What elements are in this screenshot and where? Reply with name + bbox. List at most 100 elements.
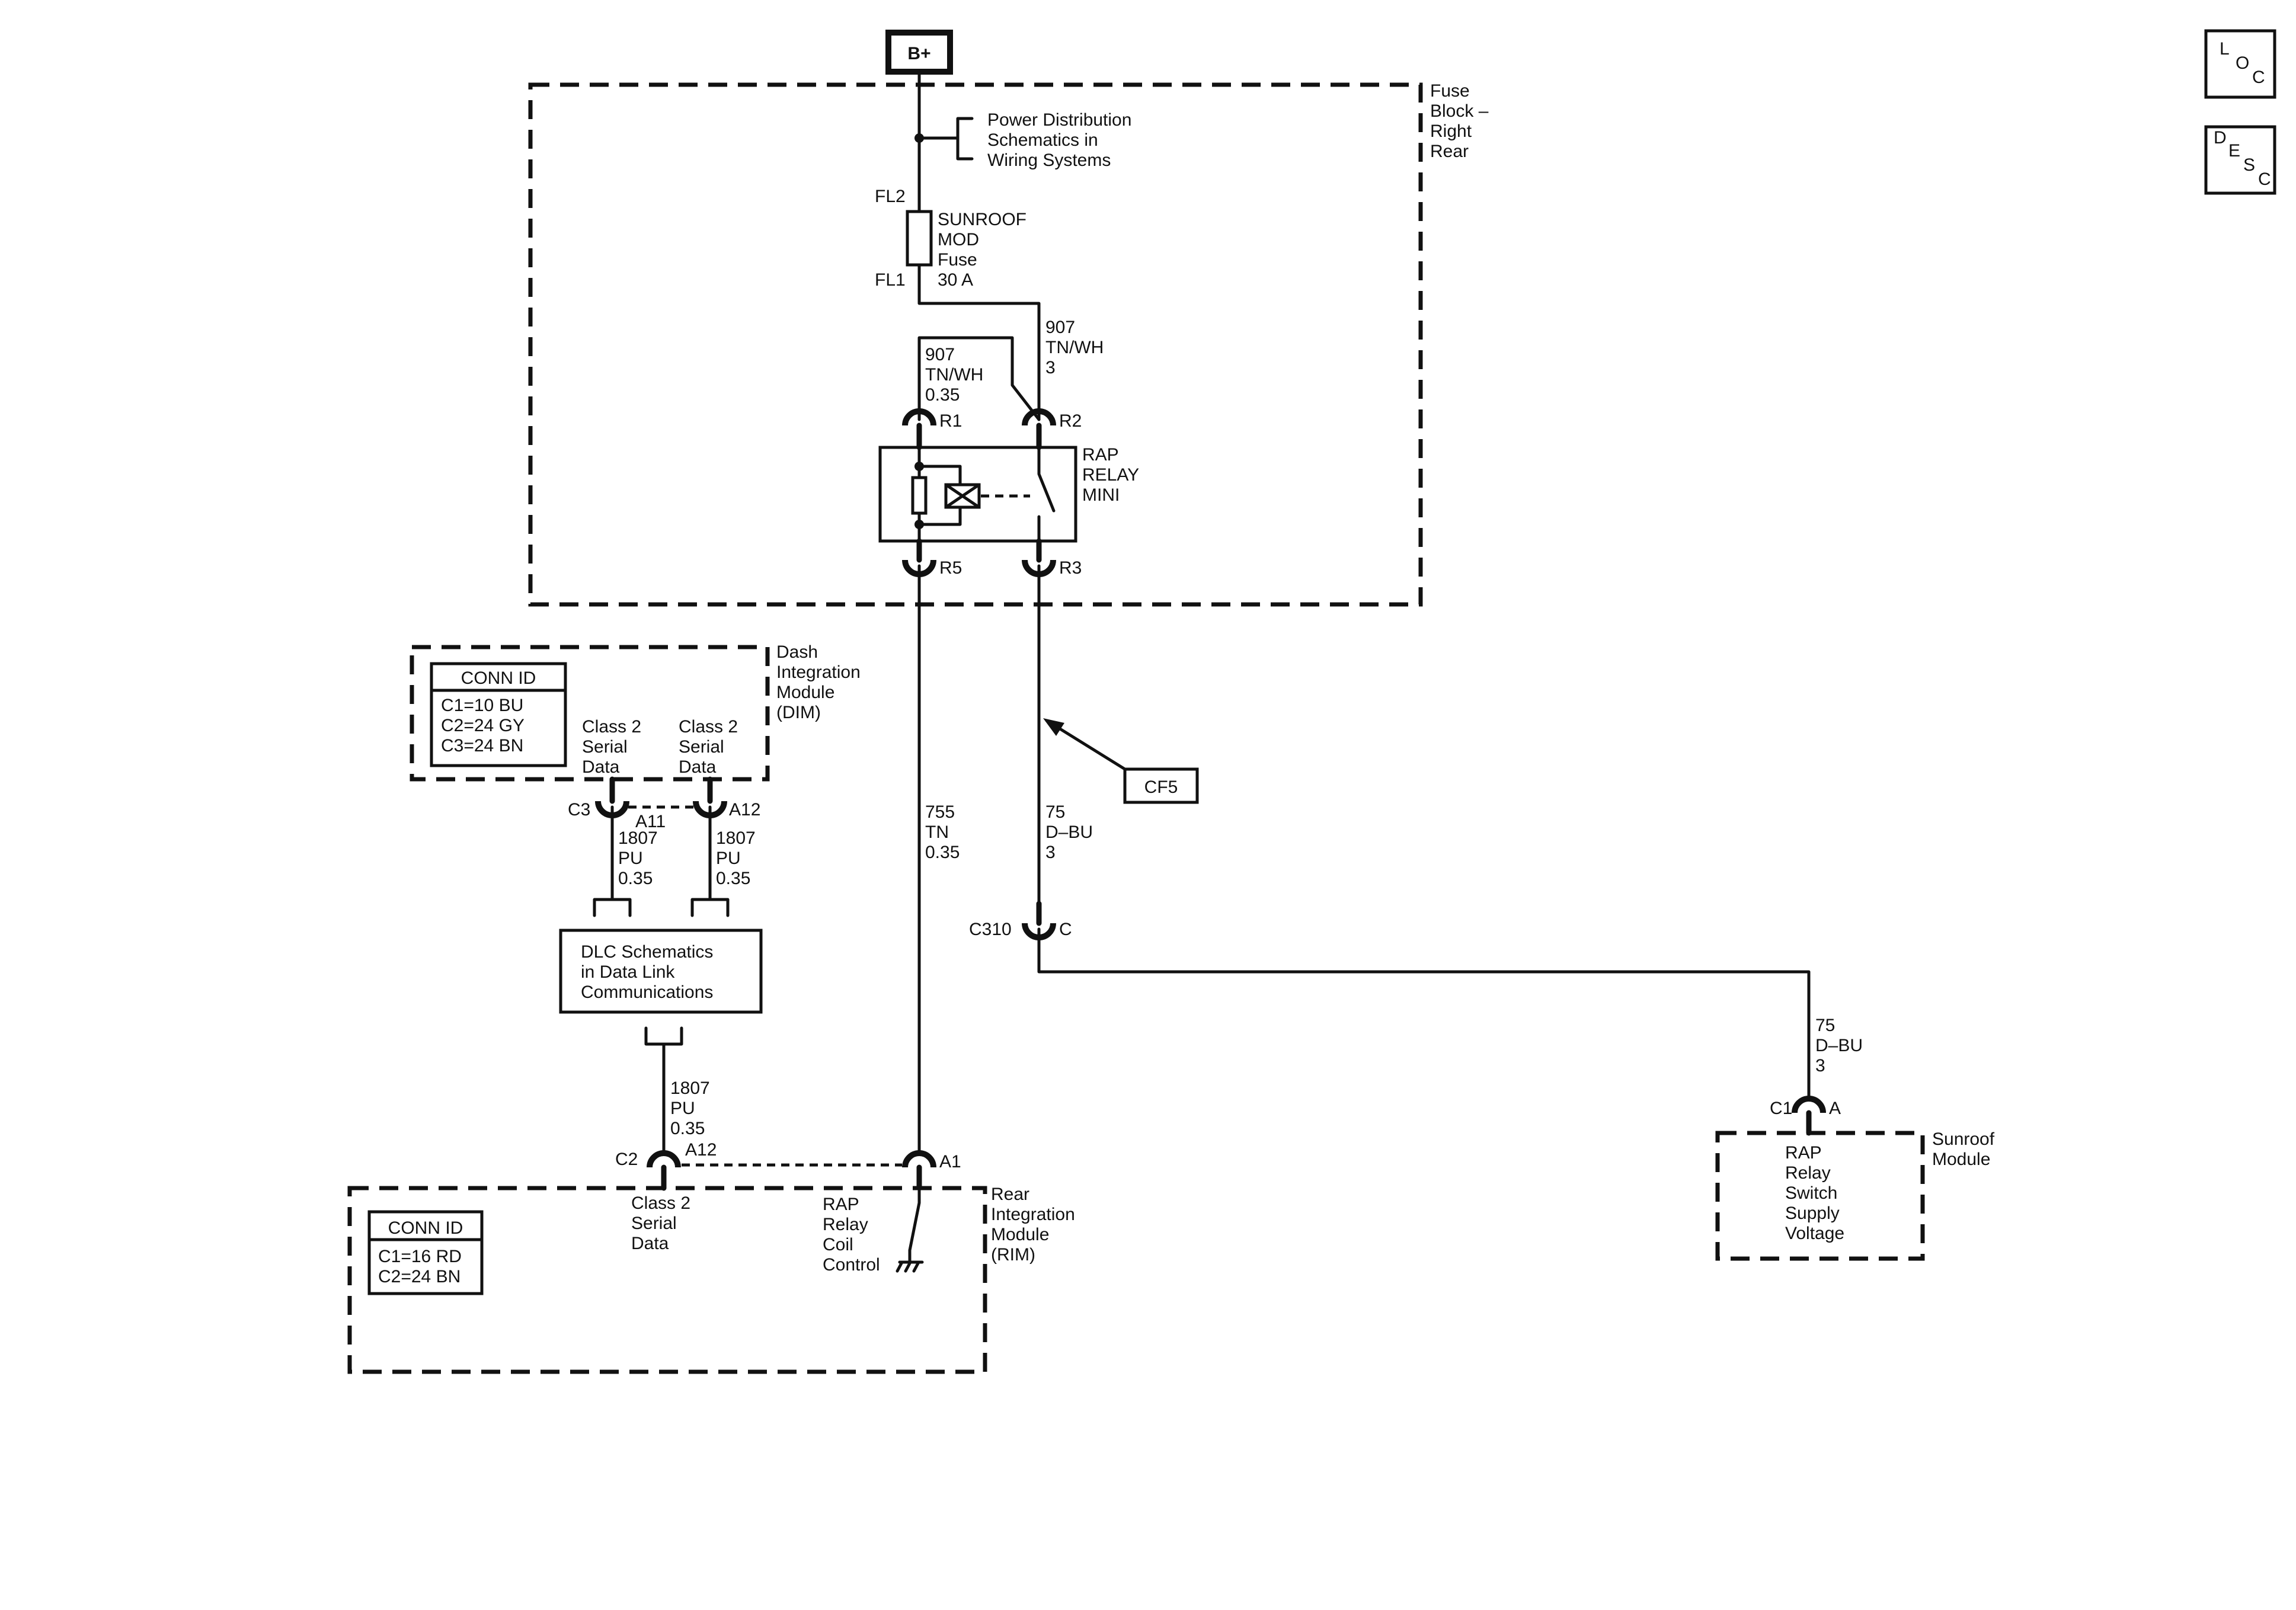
svg-text:Fuse: Fuse [938, 250, 977, 270]
wire-75-lower-label: 75 D–BU 3 [1815, 1016, 1863, 1076]
svg-text:Relay: Relay [1785, 1163, 1831, 1183]
svg-text:Rear: Rear [991, 1185, 1029, 1204]
svg-text:907: 907 [925, 345, 955, 364]
svg-text:Serial: Serial [631, 1214, 677, 1233]
svg-text:1807: 1807 [670, 1078, 710, 1098]
sunroof-module-outline [1715, 1131, 1925, 1261]
svg-text:Class 2: Class 2 [679, 717, 738, 737]
svg-text:3: 3 [1045, 843, 1056, 862]
dim-a12-label: A12 [729, 800, 760, 820]
svg-text:3: 3 [1045, 358, 1056, 377]
rim-a12-label: A12 [685, 1140, 717, 1160]
svg-text:Relay: Relay [823, 1215, 868, 1234]
loc-button[interactable]: L O C [2204, 29, 2276, 99]
svg-text:Module: Module [991, 1225, 1049, 1244]
rim-coil-control-label: RAP Relay Coil Control [823, 1195, 880, 1275]
svg-text:PU: PU [716, 849, 741, 868]
rim-outline [347, 1186, 987, 1374]
svg-text:75: 75 [1045, 802, 1065, 822]
svg-text:Wiring Systems: Wiring Systems [987, 151, 1111, 170]
sunroof-c1-connector [1792, 1096, 1826, 1113]
desc-letter-d: D [2214, 128, 2227, 148]
fuse-block-name: Fuse Block – Right Rear [1430, 81, 1489, 161]
rim-a1-label: A1 [939, 1152, 961, 1172]
wire-75-lower [1037, 927, 1811, 1101]
fuse-label: SUNROOF MOD Fuse 30 A [938, 210, 1027, 290]
svg-text:PU: PU [670, 1099, 695, 1118]
svg-text:Right: Right [1430, 121, 1472, 141]
dim-conn-id-table: CONN ID C1=10 BU C2=24 GY C3=24 BN [430, 662, 567, 767]
dim-outline [410, 645, 770, 782]
dlc-schematics-ref[interactable]: DLC Schematics in Data Link Communicatio… [559, 929, 763, 1014]
sunroof-module-name: Sunroof Module [1932, 1129, 1995, 1169]
dim-a11-label: A11 [635, 812, 666, 831]
svg-text:(RIM): (RIM) [991, 1245, 1035, 1265]
svg-text:30 A: 30 A [938, 270, 973, 290]
pin-r2-label: R2 [1059, 411, 1082, 431]
cf5-callout[interactable]: CF5 [1123, 767, 1199, 804]
cf5-arrow-head [1043, 718, 1064, 736]
dim-c3-label: C3 [568, 800, 590, 820]
sunroof-pin-label: A [1829, 1099, 1841, 1118]
dlc-output-wire [644, 1026, 683, 1154]
svg-text:3: 3 [1815, 1056, 1825, 1076]
rim-driver-switch [908, 1186, 921, 1252]
svg-text:Data: Data [582, 757, 620, 777]
rim-serial-label: Class 2 Serial Data [631, 1193, 690, 1253]
relay-resistor [911, 476, 928, 515]
svg-text:75: 75 [1815, 1016, 1835, 1035]
svg-text:Integration: Integration [776, 662, 861, 682]
dlc-input-brackets [593, 898, 730, 917]
svg-text:C2=24 GY: C2=24 GY [441, 716, 525, 735]
svg-text:MINI: MINI [1082, 485, 1120, 505]
wire-907-r2-label: 907 TN/WH 3 [1045, 318, 1104, 377]
rim-conn-id-table: CONN ID C1=16 RD C2=24 BN [367, 1210, 484, 1295]
desc-letter-c: C [2258, 169, 2271, 189]
desc-letter-s: S [2243, 155, 2255, 175]
pin-r1-connector [902, 408, 936, 426]
loc-letter-l: L [2220, 39, 2230, 59]
desc-button[interactable]: D E S C [2204, 125, 2276, 195]
svg-text:PU: PU [618, 849, 643, 868]
svg-text:in Data Link: in Data Link [581, 962, 675, 982]
pin-r3-label: R3 [1059, 558, 1082, 578]
sunroof-function-label: RAP Relay Switch Supply Voltage [1785, 1143, 1844, 1243]
svg-text:Data: Data [679, 757, 717, 777]
svg-text:RAP: RAP [1082, 445, 1119, 465]
svg-text:Power Distribution: Power Distribution [987, 110, 1131, 130]
svg-text:Schematics in: Schematics in [987, 130, 1098, 150]
svg-text:Voltage: Voltage [1785, 1224, 1844, 1243]
svg-text:RAP: RAP [1785, 1143, 1822, 1163]
svg-text:(DIM): (DIM) [776, 703, 821, 722]
fuse-to-r2-wire [917, 263, 1041, 421]
svg-text:Switch: Switch [1785, 1183, 1837, 1203]
svg-text:Module: Module [776, 683, 834, 702]
rim-c2-label: C2 [615, 1150, 638, 1169]
power-distribution-ref[interactable]: Power Distribution Schematics in Wiring … [987, 110, 1131, 170]
dim-wire-right-label: 1807 PU 0.35 [716, 828, 756, 888]
dim-wire-left-label: 1807 PU 0.35 [618, 828, 658, 888]
battery-label: B+ [907, 44, 930, 63]
relay-top-leads [916, 422, 1042, 450]
svg-text:CONN ID: CONN ID [388, 1218, 463, 1238]
svg-text:DLC Schematics: DLC Schematics [581, 942, 713, 962]
dim-serial-wires [610, 805, 712, 901]
pin-r1-label: R1 [939, 411, 962, 431]
fuse-pin-fl1: FL1 [875, 270, 906, 290]
svg-text:Module: Module [1932, 1150, 1990, 1169]
r1-feed-wire [917, 336, 1041, 421]
svg-text:1807: 1807 [716, 828, 756, 848]
svg-text:RELAY: RELAY [1082, 465, 1139, 485]
c310-pin-label: C [1059, 920, 1072, 939]
svg-text:TN: TN [925, 822, 949, 842]
svg-text:CF5: CF5 [1144, 777, 1178, 797]
svg-text:Rear: Rear [1430, 142, 1469, 161]
svg-text:Sunroof: Sunroof [1932, 1129, 1995, 1149]
svg-text:C2=24 BN: C2=24 BN [378, 1267, 461, 1286]
svg-text:Dash: Dash [776, 642, 818, 662]
fuse-pin-fl2: FL2 [875, 187, 906, 206]
rim-wire-in-label: 1807 PU 0.35 [670, 1078, 710, 1138]
svg-text:Serial: Serial [679, 737, 724, 757]
dim-serial-right-label: Class 2 Serial Data [679, 717, 738, 777]
svg-text:907: 907 [1045, 318, 1075, 337]
